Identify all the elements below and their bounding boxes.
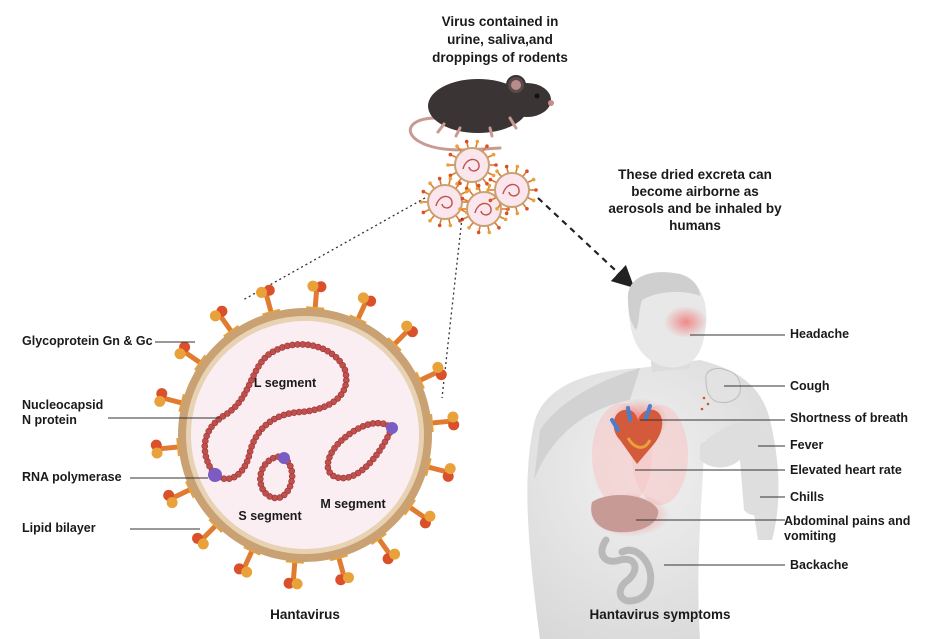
hantavirus-particle: L segment S segment M segment <box>150 280 460 590</box>
symptom-headache: Headache <box>790 327 850 341</box>
human-figure <box>527 272 779 639</box>
virus-leader-lines <box>108 341 220 530</box>
symptom-fever: Fever <box>790 438 824 452</box>
s-segment-label: S segment <box>238 509 302 523</box>
glycoprotein-spike <box>233 540 261 578</box>
arm <box>700 421 774 516</box>
symptom-leader-lines <box>635 334 785 566</box>
rna-polymerase-marker <box>386 422 398 434</box>
zoom-line-left <box>242 197 426 301</box>
stomach <box>591 495 659 533</box>
virus-caption: Hantavirus <box>270 607 340 622</box>
l-segment-label: L segment <box>254 376 317 390</box>
inhalation-arrow <box>537 197 635 289</box>
glycoprotein-spike <box>399 498 436 529</box>
aerosol-note: These dried excreta can become airborne … <box>608 167 782 233</box>
rodent-note: Virus contained in urine, saliva,and dro… <box>432 14 568 65</box>
mouse-body <box>428 79 528 133</box>
virus-interior <box>191 321 419 549</box>
symptom-vomiting: vomiting <box>784 529 837 543</box>
lipid-bilayer-label: Lipid bilayer <box>22 521 96 535</box>
glycoprotein-label: Glycoprotein Gn & Gc <box>22 334 153 348</box>
m-segment-label: M segment <box>320 497 386 511</box>
n-protein-label: N protein <box>22 413 77 427</box>
small-virion <box>486 164 538 216</box>
symptom-elevated-heart-rate: Elevated heart rate <box>790 463 902 477</box>
rna-polymerase-marker <box>278 452 290 464</box>
symptom-chills: Chills <box>790 490 825 504</box>
fist <box>705 367 741 403</box>
symptom-backache: Backache <box>790 558 849 572</box>
symptom-cough: Cough <box>790 379 830 393</box>
symptom-abdominal-pains: Abdominal pains and <box>784 514 911 528</box>
virion-cluster <box>419 139 538 235</box>
rna-polymerase-marker <box>208 468 222 482</box>
hair <box>627 272 700 330</box>
intestines <box>598 536 655 605</box>
zoom-line-right <box>441 217 463 399</box>
mouse-feet <box>436 116 518 138</box>
heart <box>613 409 663 464</box>
rna-polymerase-label: RNA polymerase <box>22 470 122 484</box>
s-segment-strand-beads <box>257 453 296 502</box>
glycoprotein-spikes <box>150 280 460 590</box>
rna-segments <box>201 341 396 502</box>
mouse-illustration <box>408 75 554 152</box>
nucleocapsid-label: Nucleocapsid <box>22 398 104 412</box>
symptoms-caption: Hantavirus symptoms <box>589 607 731 622</box>
small-virion <box>446 139 498 191</box>
symptom-shortness-of-breath: Shortness of breath <box>790 411 909 425</box>
mouse-nose <box>548 100 554 106</box>
mouse-eye <box>534 93 540 99</box>
l-segment-strand-beads <box>201 341 350 482</box>
headache-highlight <box>664 306 708 338</box>
